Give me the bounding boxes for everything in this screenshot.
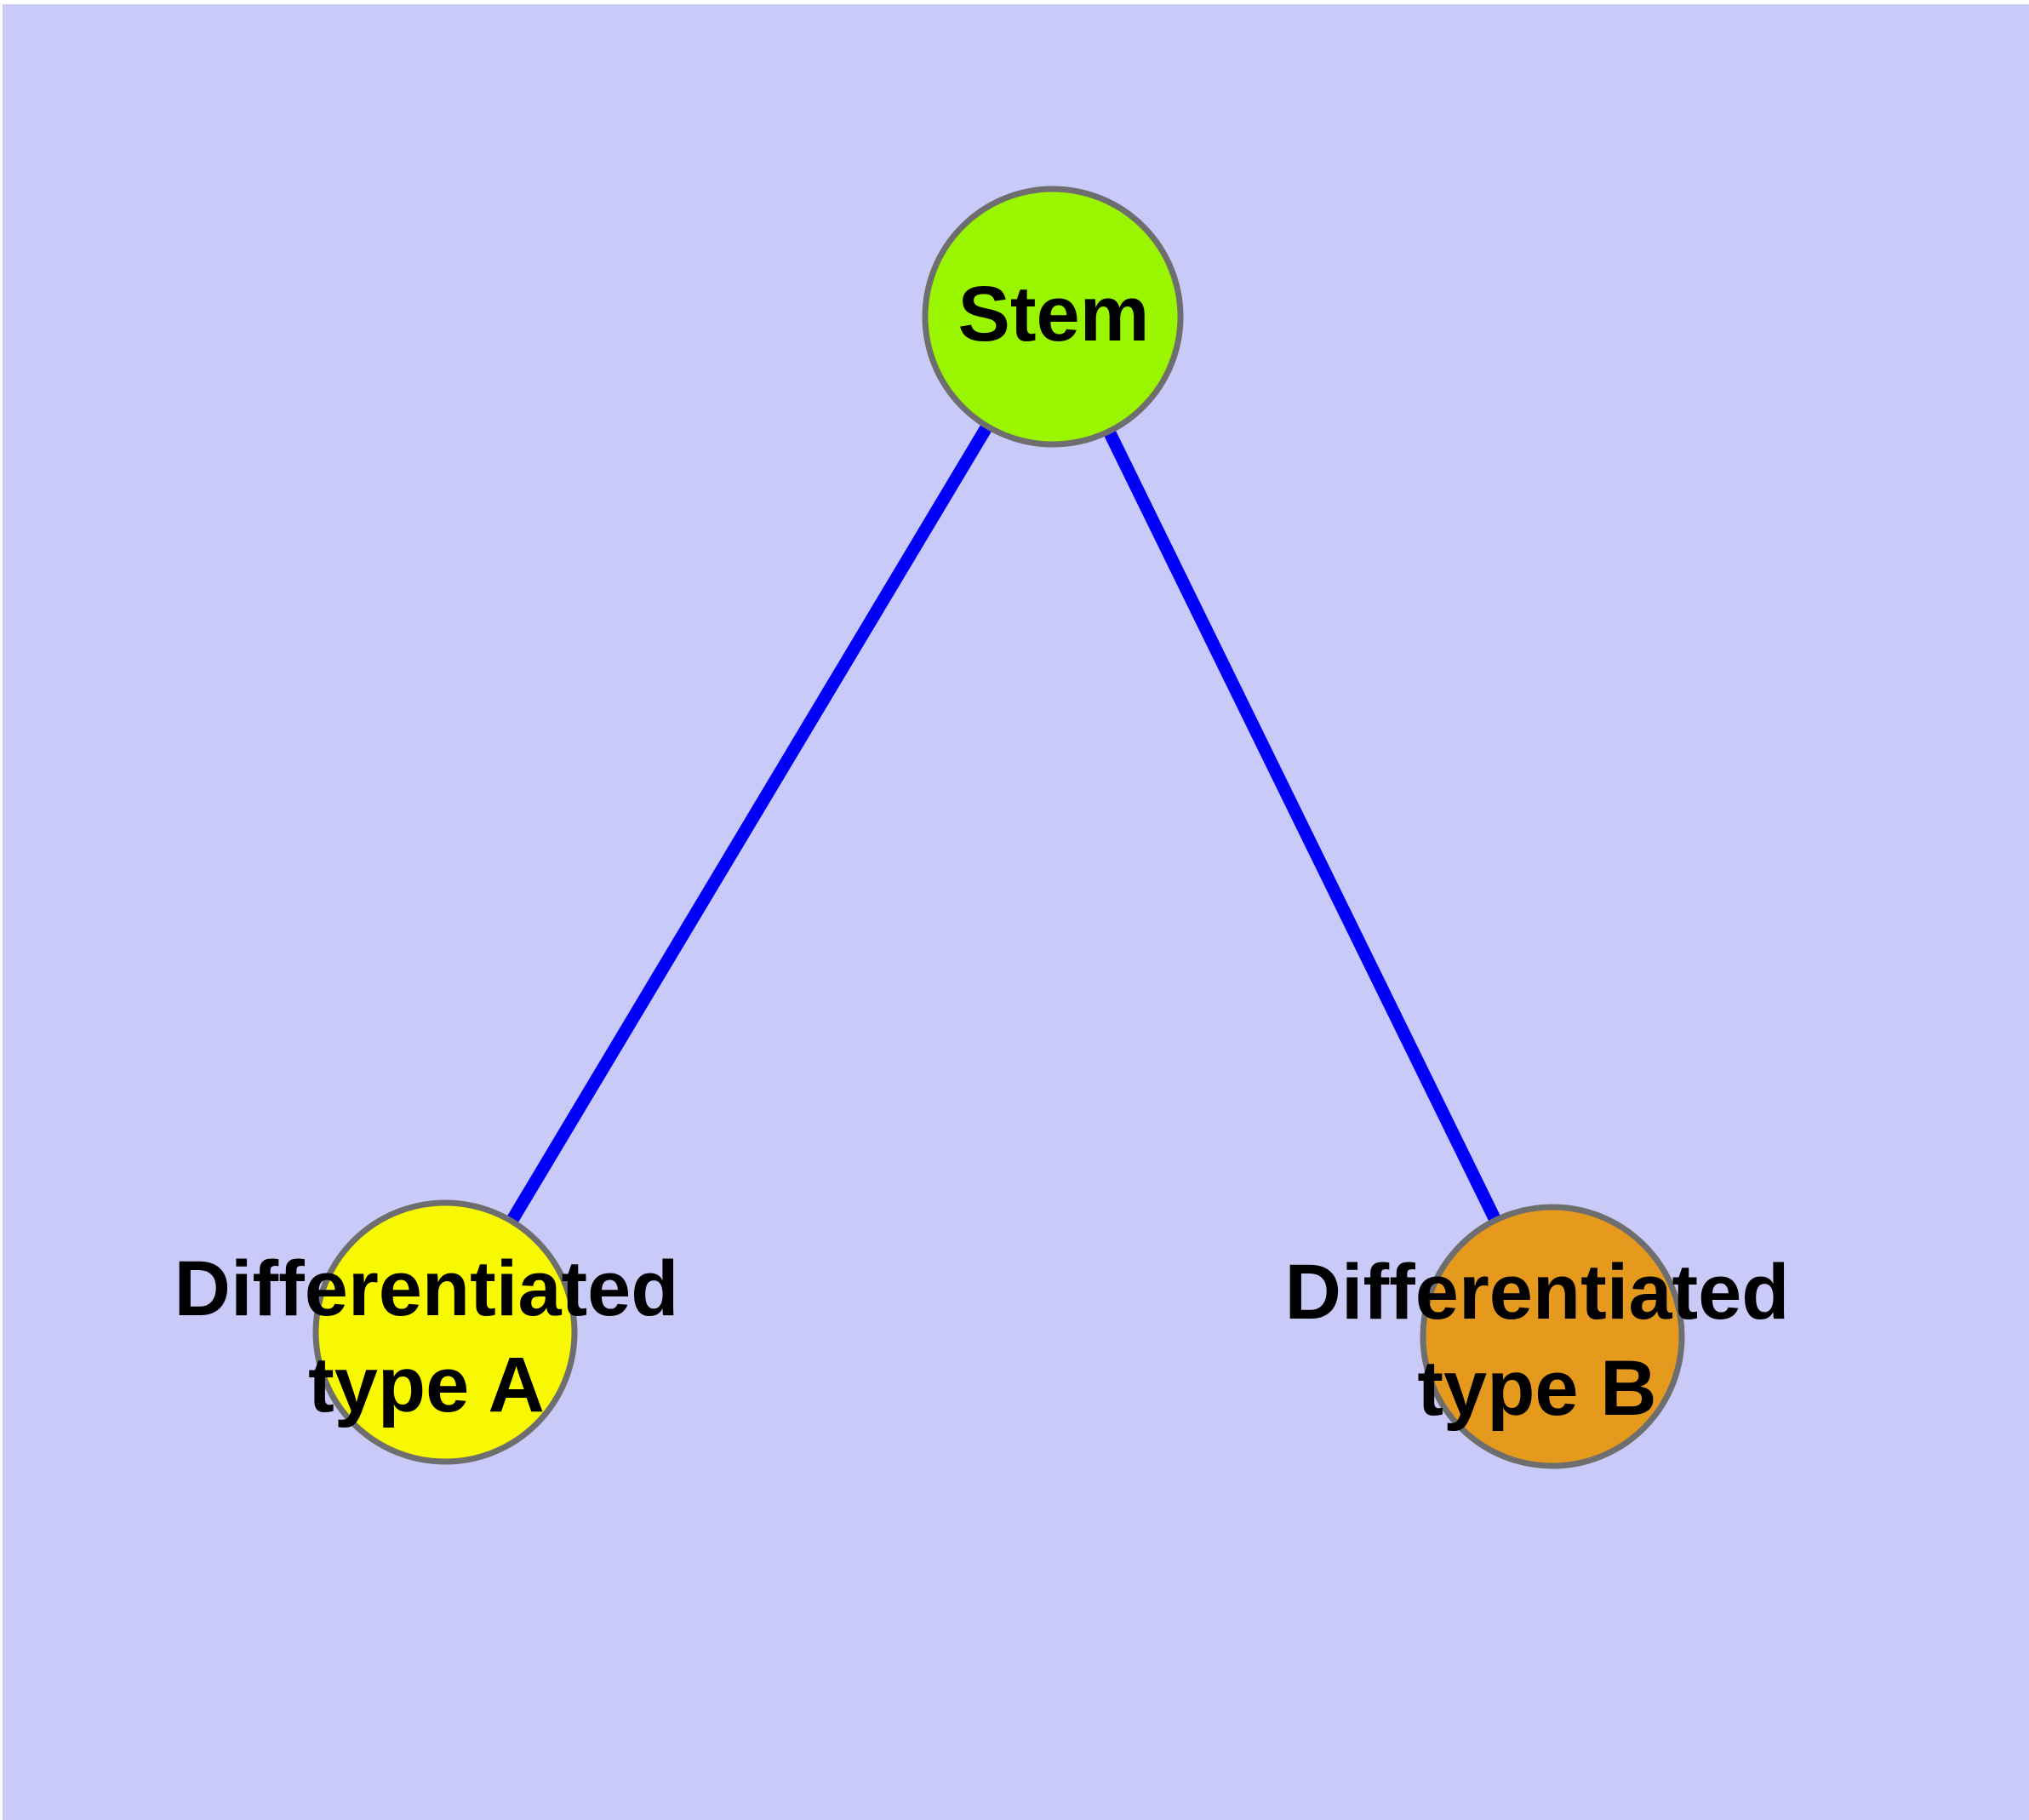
- node-type-b-label-line1: Differentiated: [1285, 1249, 1790, 1336]
- node-type-b-label-line2: type B: [1417, 1345, 1656, 1432]
- canvas-left-edge: [0, 0, 3, 1820]
- node-type-a-label-line1: Differentiated: [174, 1245, 679, 1332]
- node-stem-circle[interactable]: [922, 186, 1184, 448]
- edge-stem-to-type-b: [1047, 313, 1558, 1340]
- node-stem-label: Stem: [958, 271, 1150, 358]
- edge-stem-to-type-a: [439, 313, 1059, 1336]
- node-type-a-label-line2: type A: [308, 1342, 545, 1428]
- node-type-b-circle[interactable]: [1420, 1204, 1685, 1469]
- node-type-a-circle[interactable]: [312, 1199, 578, 1465]
- canvas-top-edge: [0, 0, 2029, 4]
